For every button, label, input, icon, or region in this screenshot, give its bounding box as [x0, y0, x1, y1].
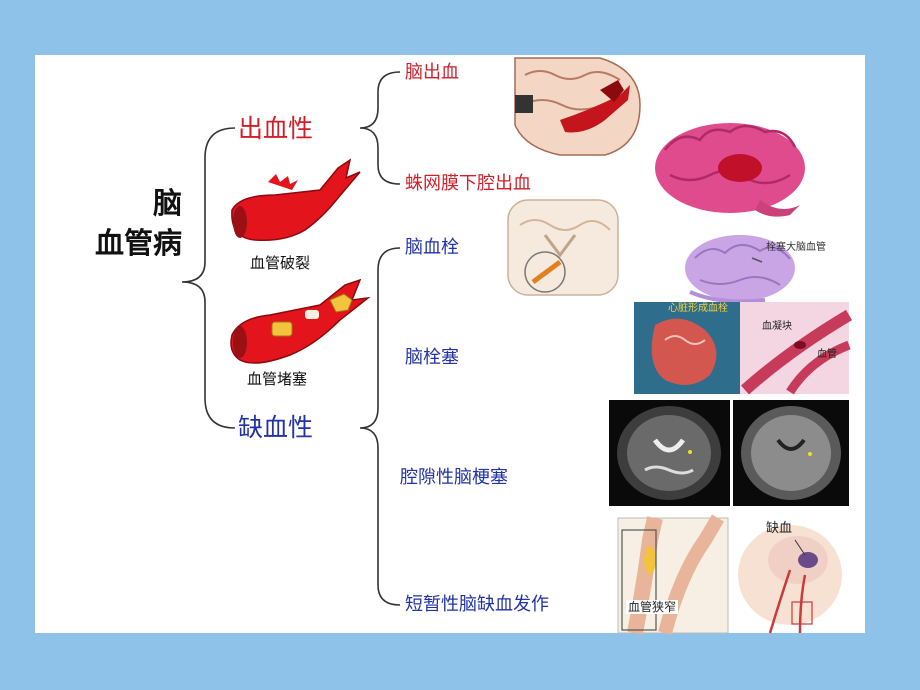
ischemic-bracket: [359, 247, 401, 606]
rupture-caption: 血管破裂: [250, 254, 311, 272]
embolism-vessel-label: 血管: [817, 349, 837, 360]
root-line-2: 血管病: [94, 226, 182, 260]
hemorrhagic-label: 出血性: [238, 114, 314, 143]
child-subarachnoid-hemorrhage: 蛛网膜下腔出血: [405, 173, 531, 194]
blockage-caption: 血管堵塞: [247, 370, 308, 388]
root-title: 脑 血管病: [50, 183, 182, 263]
child-lacunar-infarction: 腔隙性脑梗塞: [400, 467, 508, 488]
embolism-heart-label: 心脏形成血栓: [668, 303, 728, 314]
child-tia: 短暂性脑缺血发作: [405, 594, 549, 615]
child-cerebral-hemorrhage: 脑出血: [405, 62, 459, 83]
thrombosis-image-label: 栓塞大脑血管: [766, 242, 826, 253]
root-line-1: 脑: [152, 186, 182, 220]
tia-stenosis-label: 血管狭窄: [626, 600, 679, 614]
child-cerebral-embolism: 脑栓塞: [405, 347, 459, 368]
hemorrhagic-bracket: [359, 71, 401, 185]
ischemic-label: 缺血性: [238, 413, 314, 442]
embolism-clot-label: 血凝块: [762, 321, 792, 332]
tia-ischemia-label: 缺血: [766, 521, 793, 536]
root-bracket: [181, 127, 236, 429]
child-cerebral-thrombosis: 脑血栓: [405, 237, 459, 258]
